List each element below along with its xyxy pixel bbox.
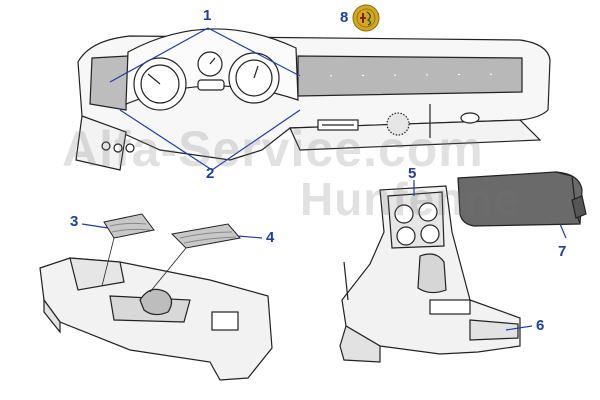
center-console-assembly [39, 257, 273, 381]
console-gauge-2 [418, 202, 438, 222]
wood-trim-insert-3 [103, 213, 155, 239]
callout-7: 7 [558, 243, 567, 260]
callout-leaders [81, 27, 567, 331]
watermark-line-1: Alfa-Service.com [62, 121, 484, 177]
dashboard-assembly [75, 28, 551, 171]
console-gauge-1 [394, 204, 414, 224]
callout-4: 4 [266, 229, 275, 246]
speaker-grille [386, 112, 410, 136]
wood-trim-insert-4 [170, 223, 241, 249]
console-cover-panel [457, 171, 587, 227]
callout-5: 5 [408, 165, 417, 182]
callout-6: 6 [536, 317, 545, 334]
callout-1: 1 [203, 7, 212, 24]
alfa-romeo-emblem-icon [352, 4, 380, 32]
callout-2: 2 [206, 165, 215, 182]
left-trim-panel [89, 55, 129, 111]
console-switch-panel [429, 299, 471, 315]
console-gauge-3 [396, 226, 416, 246]
glovebox-lock [460, 112, 480, 124]
insert-leaders [101, 237, 187, 293]
console-tower-assembly [339, 185, 521, 363]
callout-8: 8 [340, 9, 349, 26]
console-gauge-4 [420, 224, 440, 244]
console-ashtray [211, 311, 239, 331]
dash-trim-panel [297, 55, 523, 97]
watermark-line-2: Hunfenne [300, 173, 521, 225]
callout-3: 3 [70, 213, 79, 230]
